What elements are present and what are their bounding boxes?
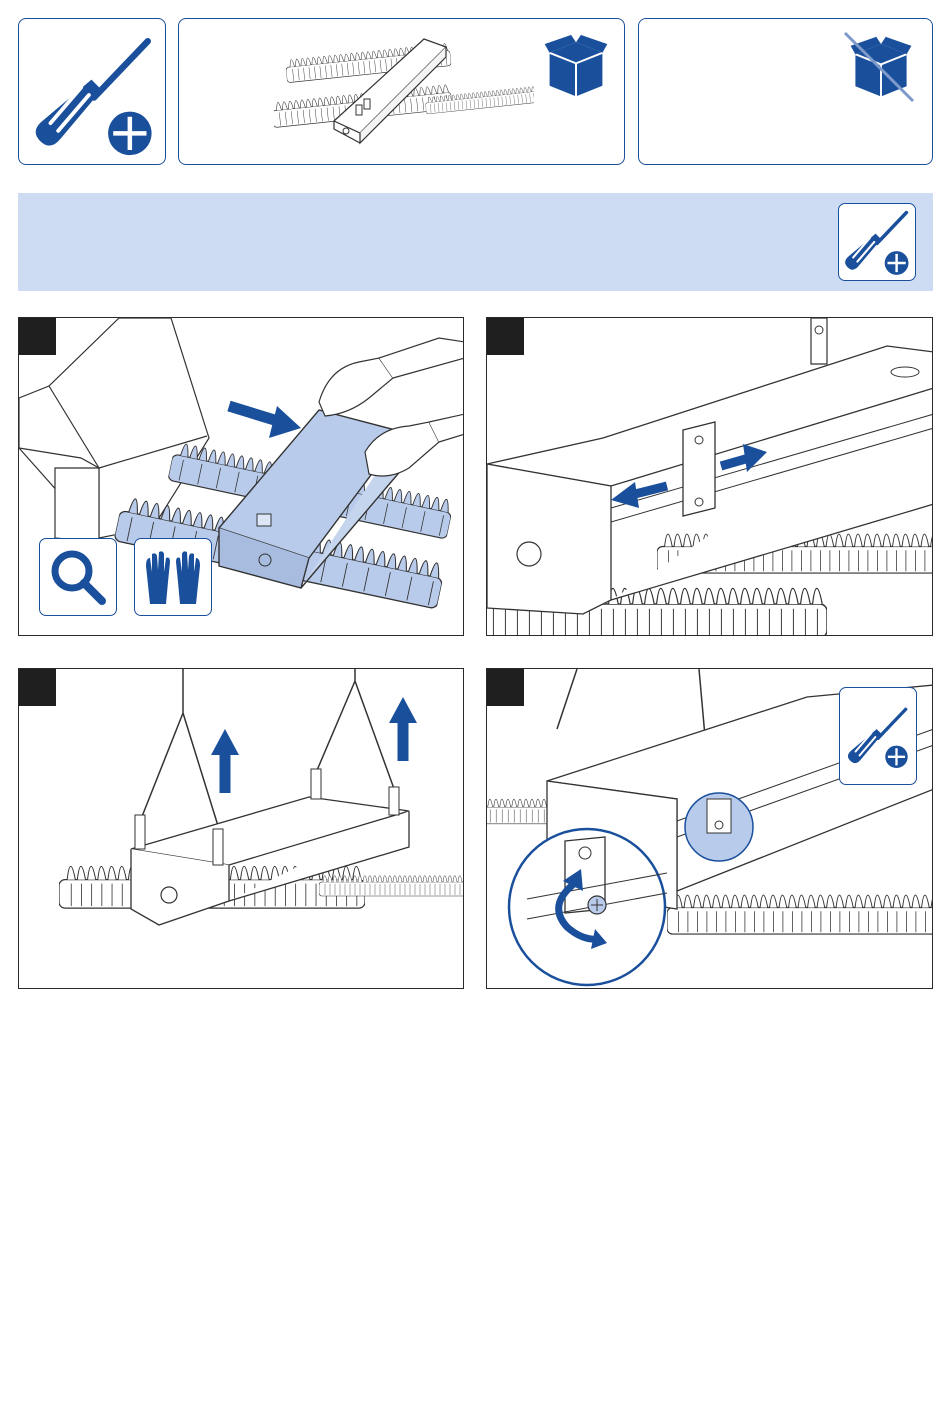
magnifier-icon xyxy=(48,547,108,607)
gloves-icon xyxy=(142,546,204,608)
step-marker xyxy=(19,669,56,706)
luminaire-illustration xyxy=(274,33,534,153)
tool-badge xyxy=(839,687,917,785)
gloves-badge xyxy=(134,538,212,616)
screwdriver-plus-icon xyxy=(842,207,912,277)
step-3-panel xyxy=(18,668,464,989)
screwdriver-plus-icon xyxy=(845,702,911,772)
step-1-panel xyxy=(18,317,464,636)
step-marker xyxy=(487,318,524,355)
package-crossed-icon xyxy=(839,29,919,105)
package-contents-panel xyxy=(178,18,625,165)
tool-badge xyxy=(838,203,916,281)
step-4-panel xyxy=(486,668,933,989)
tool-required-panel xyxy=(18,18,166,165)
lift-with-cables-illustration xyxy=(19,669,464,989)
package-icon xyxy=(541,33,611,99)
step-2-panel xyxy=(486,317,933,636)
screwdriver-plus-icon xyxy=(29,31,159,159)
slide-brackets-illustration xyxy=(487,318,933,636)
step-marker xyxy=(19,318,56,355)
instruction-banner xyxy=(18,193,933,291)
inspect-badge xyxy=(39,538,117,616)
not-included-panel xyxy=(638,18,933,165)
step-marker xyxy=(487,669,524,706)
